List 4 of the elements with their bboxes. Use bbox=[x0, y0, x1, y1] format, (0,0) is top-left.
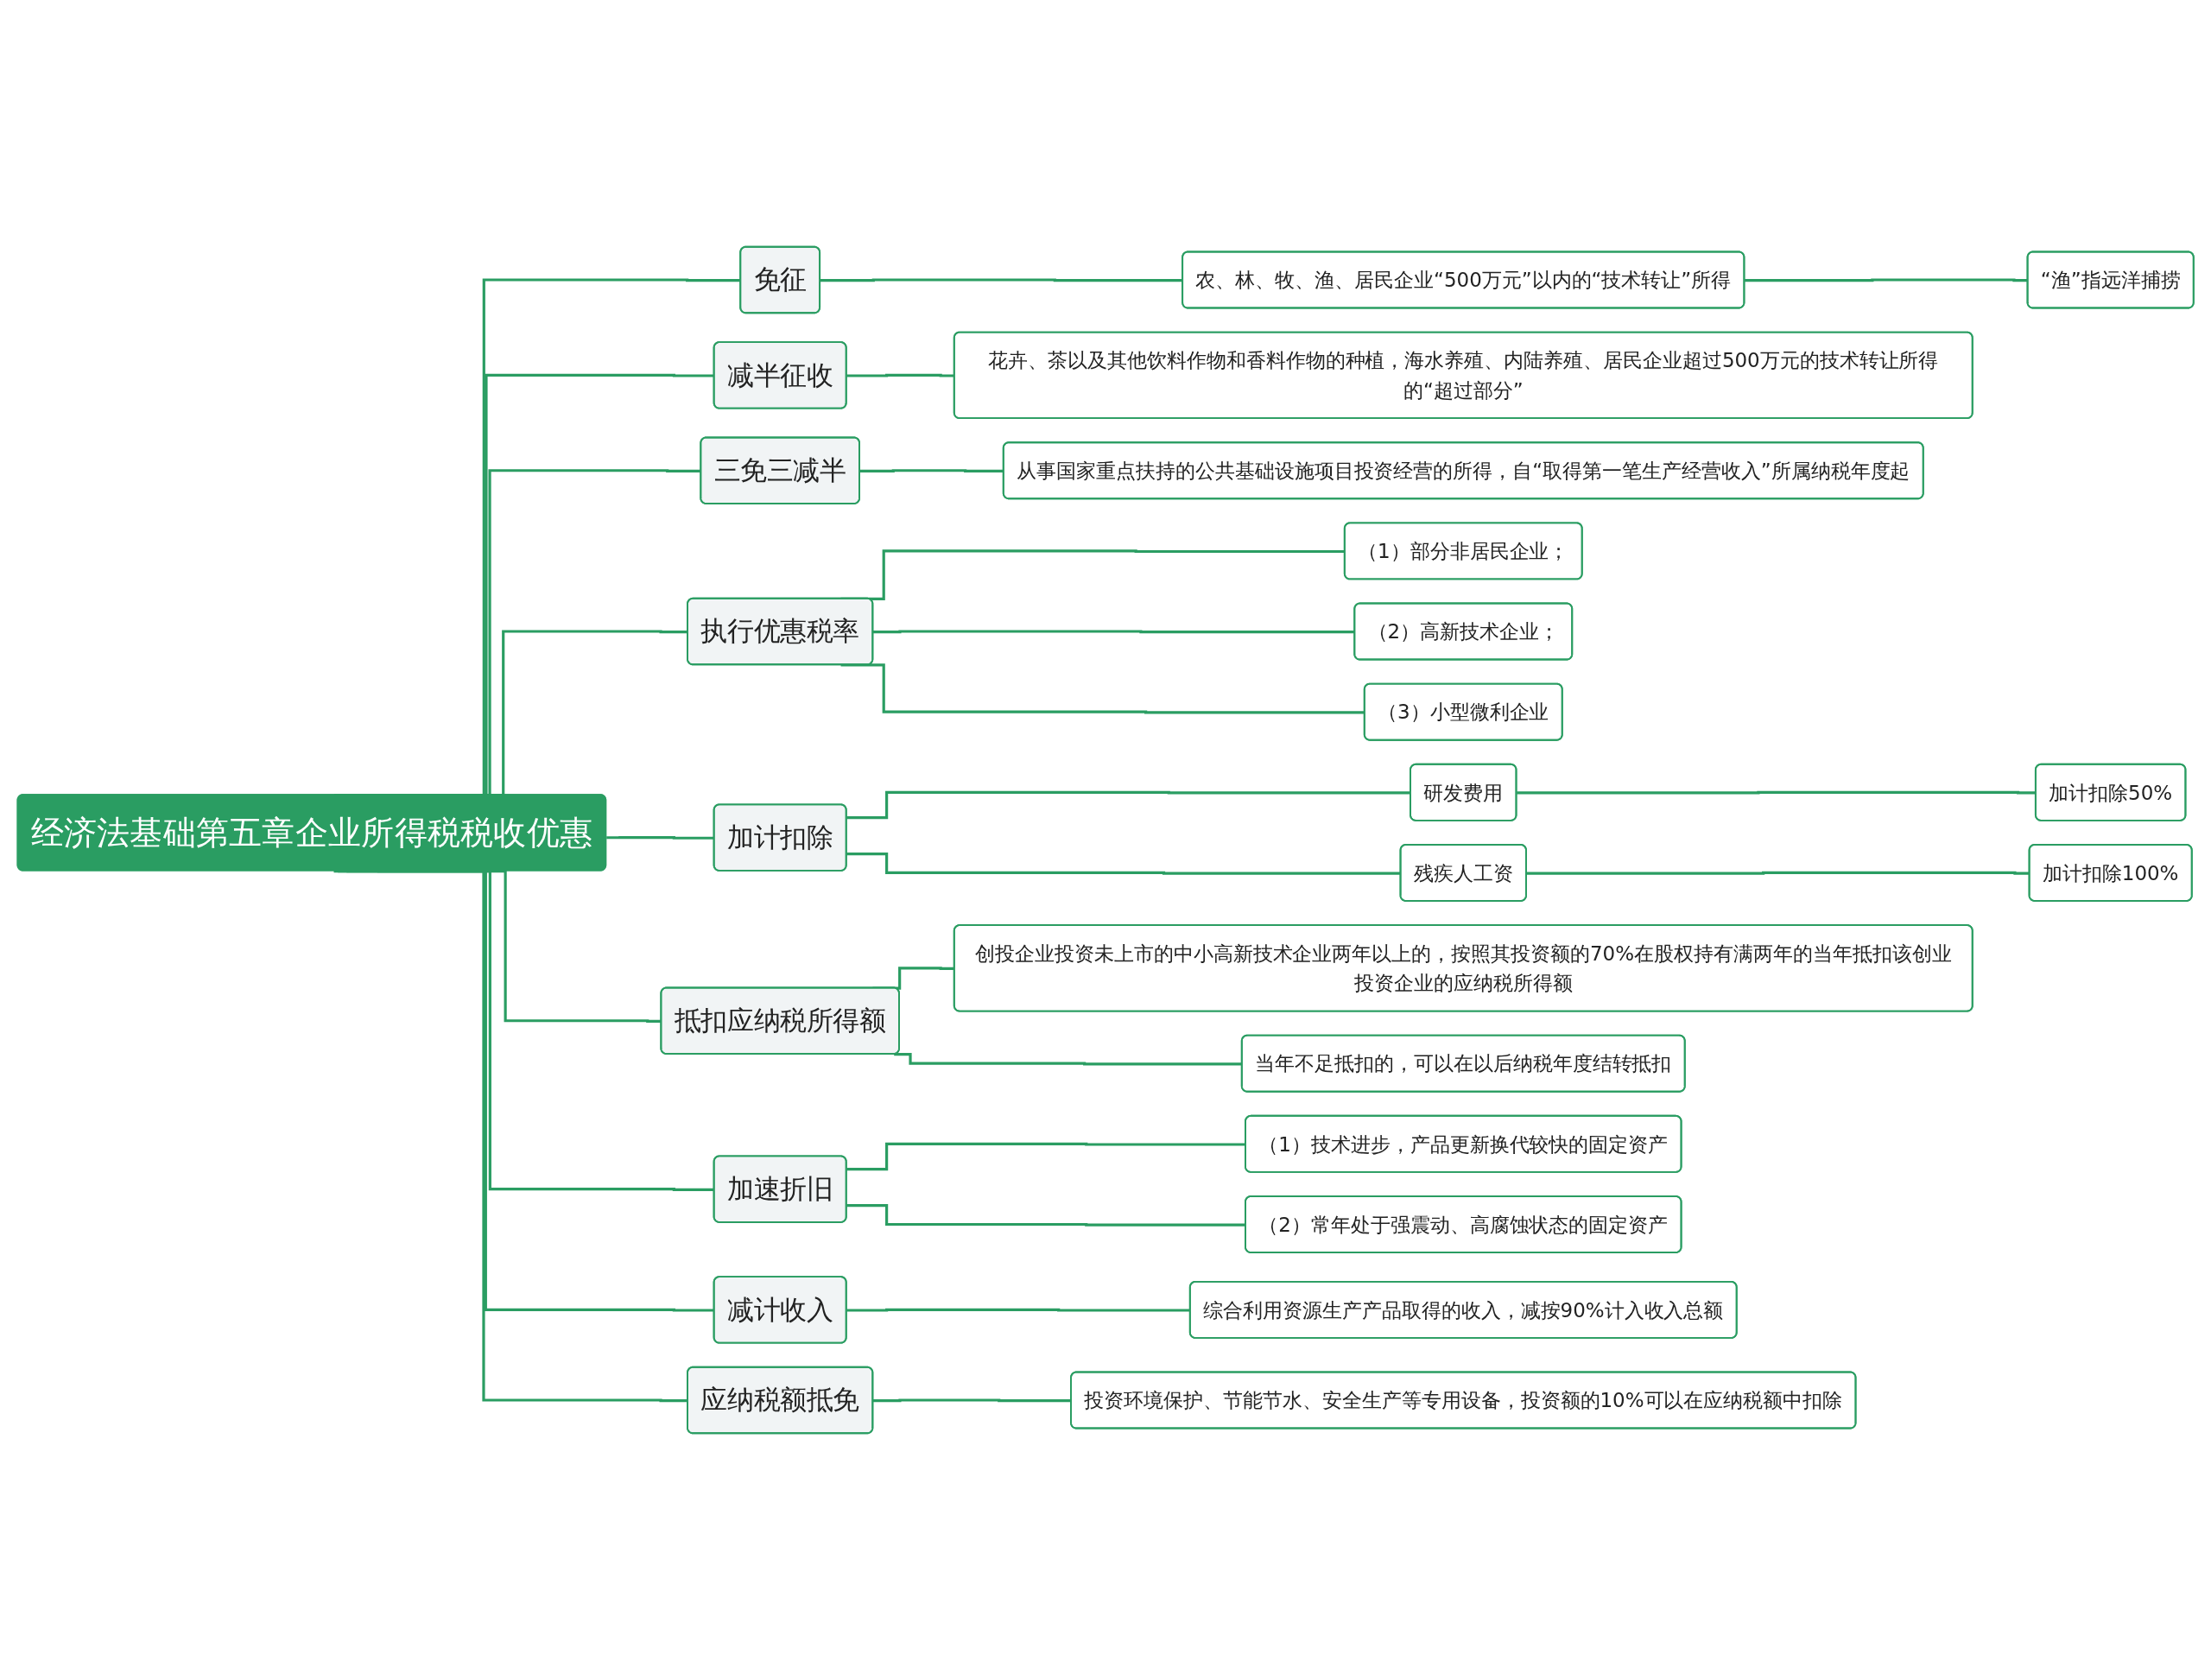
connector bbox=[820, 278, 1183, 282]
connector bbox=[873, 630, 1355, 634]
connector bbox=[873, 1398, 1072, 1403]
connector bbox=[846, 790, 1411, 820]
